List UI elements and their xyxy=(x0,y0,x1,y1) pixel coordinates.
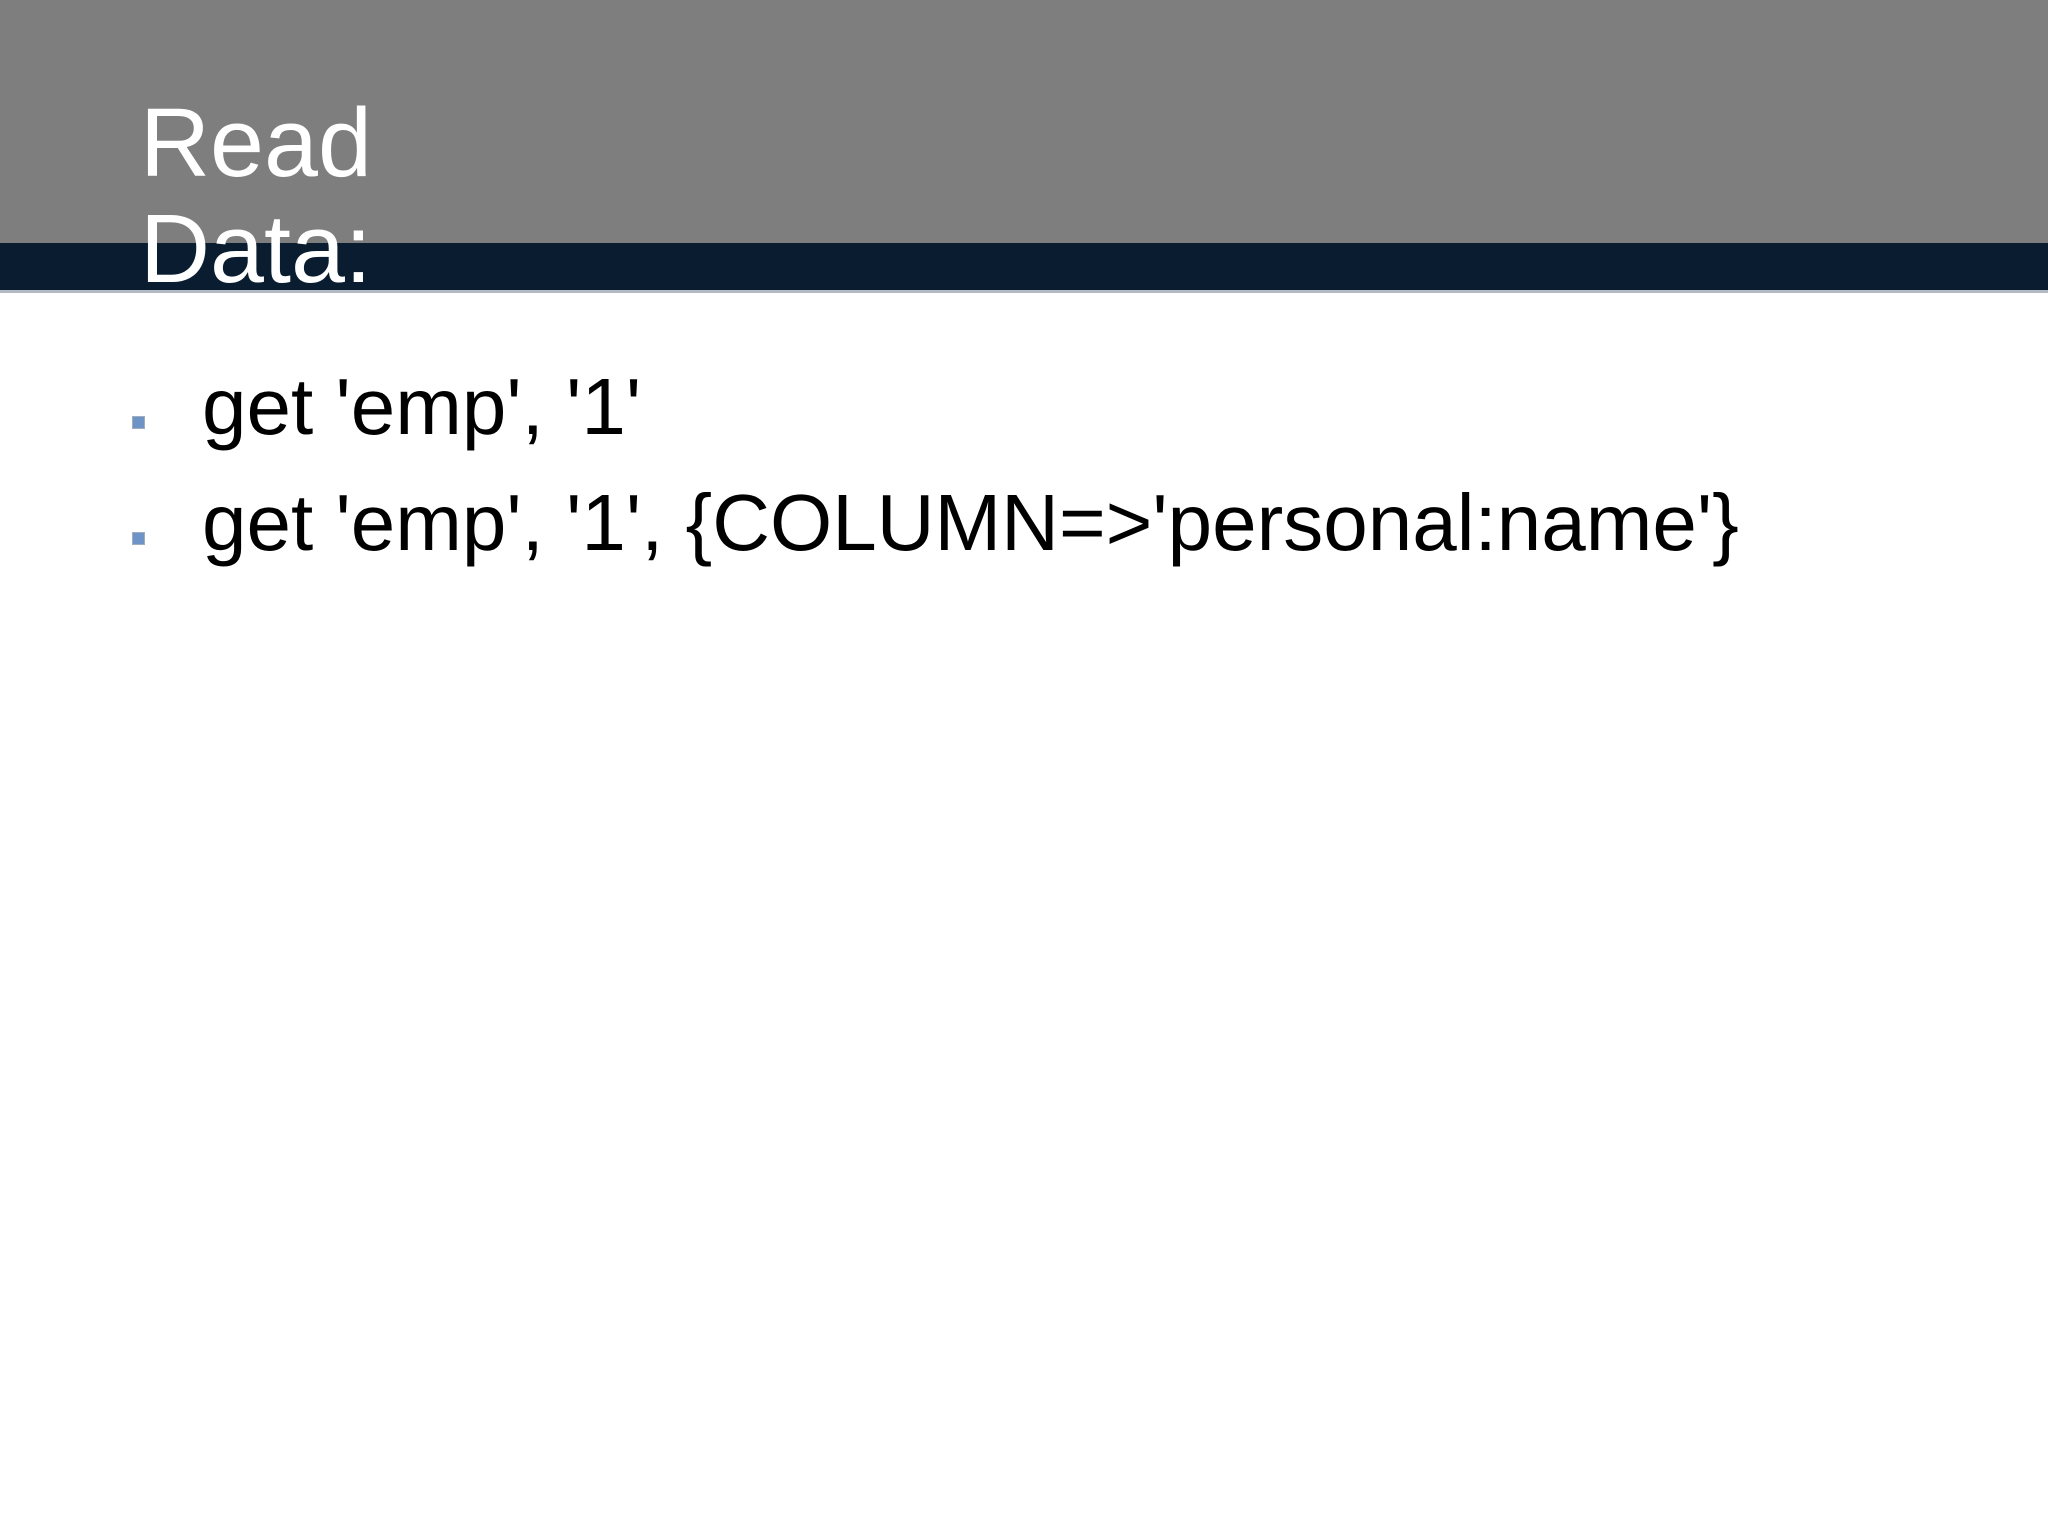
bullet-text: get 'emp', '1' xyxy=(202,362,642,451)
bullet-text: get 'emp', '1', {COLUMN=>'personal:name'… xyxy=(202,478,1739,567)
bullet-item: get 'emp', '1', {COLUMN=>'personal:name'… xyxy=(132,465,1932,581)
bullet-square-icon xyxy=(133,417,144,428)
bullet-list: get 'emp', '1' get 'emp', '1', {COLUMN=>… xyxy=(132,349,1932,581)
header-band xyxy=(0,0,2048,243)
divider-line xyxy=(0,290,2048,293)
slide-title: Read Data: xyxy=(140,88,372,303)
accent-bar xyxy=(0,243,2048,290)
bullet-square-icon xyxy=(133,533,144,544)
bullet-item: get 'emp', '1' xyxy=(132,349,1932,465)
